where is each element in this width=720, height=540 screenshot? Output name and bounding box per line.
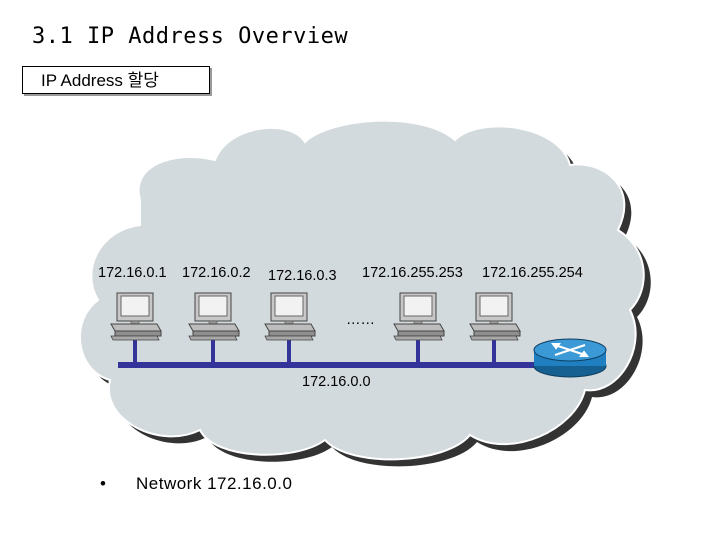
subtitle-box: IP Address 할당 (22, 66, 210, 94)
host-ip-label: 172.16.0.2 (182, 265, 251, 281)
host-ip-label: 172.16.0.1 (98, 265, 167, 281)
router-icon[interactable] (533, 338, 607, 378)
cloud-shape (78, 119, 645, 461)
workstation-icon[interactable] (469, 292, 521, 341)
host-ip-label: 172.16.0.3 (268, 268, 337, 284)
bullet-marker: • (100, 474, 106, 493)
workstation-icon[interactable] (110, 292, 162, 341)
workstation-icon[interactable] (264, 292, 316, 341)
bullet-text: Network 172.16.0.0 (136, 474, 293, 493)
host-ip-label: 172.16.255.253 (362, 265, 463, 281)
slide-title: 3.1 IP Address Overview (32, 24, 349, 49)
workstation-icon[interactable] (188, 292, 240, 341)
host-drop-lines (133, 336, 496, 365)
network-label: 172.16.0.0 (302, 374, 371, 390)
workstation-icon[interactable] (393, 292, 445, 341)
ellipsis-label: …… (346, 312, 375, 328)
host-ip-label: 172.16.255.254 (482, 265, 583, 281)
subtitle-text: IP Address 할당 (41, 71, 159, 90)
